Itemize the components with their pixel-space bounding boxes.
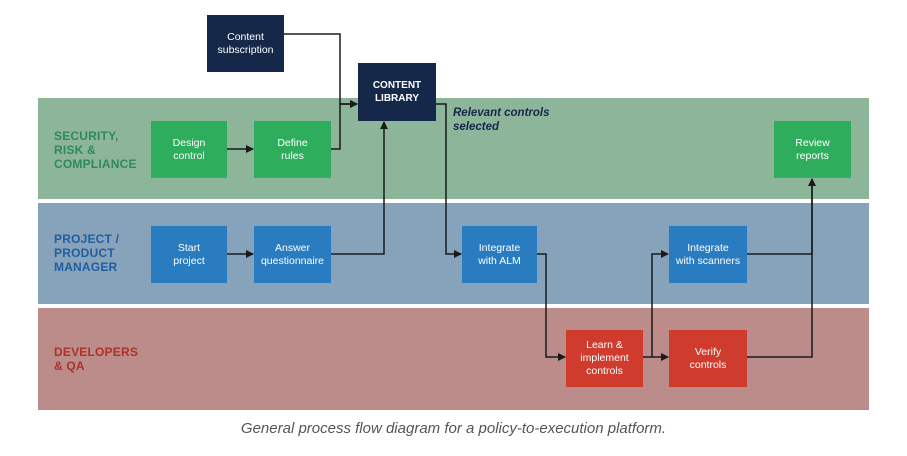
integrate-scanners-box: Integrate with scanners xyxy=(669,226,747,283)
answer-questionnaire-box: Answer questionnaire xyxy=(254,226,331,283)
content-library-box: CONTENT LIBRARY xyxy=(358,63,436,121)
content-subscription-box: Content subscription xyxy=(207,15,284,72)
relevant-controls-note: Relevant controls selected xyxy=(453,107,550,133)
verify-controls-box: Verify controls xyxy=(669,330,747,387)
define-rules-box: Define rules xyxy=(254,121,331,178)
lane-label-security: SECURITY, RISK & COMPLIANCE xyxy=(54,129,137,171)
review-reports-box: Review reports xyxy=(774,121,851,178)
arrow-subscription-to-library xyxy=(284,33,358,108)
figure-caption: General process flow diagram for a polic… xyxy=(240,420,667,437)
start-project-box: Start project xyxy=(151,226,227,283)
lane-label-dev: DEVELOPERS & QA xyxy=(54,345,139,373)
integrate-alm-box: Integrate with ALM xyxy=(462,226,537,283)
lane-label-pm: PROJECT / PRODUCT MANAGER xyxy=(54,232,120,274)
learn-implement-controls-box: Learn & implement controls xyxy=(566,330,643,387)
design-control-box: Design control xyxy=(151,121,227,178)
